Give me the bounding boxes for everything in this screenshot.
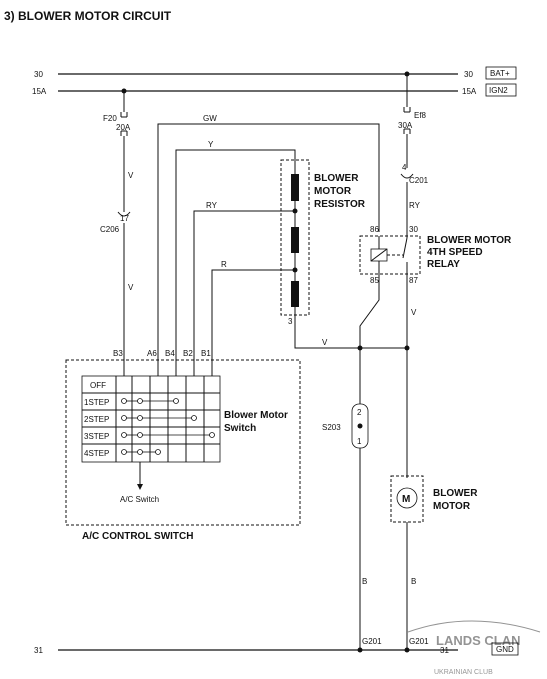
s203-name: S203 bbox=[322, 423, 341, 432]
watermark-brand: LANDS CLAN bbox=[436, 633, 521, 648]
c206-name: C206 bbox=[100, 225, 120, 234]
bat-rail-right-label: 30 bbox=[464, 70, 473, 79]
bat-plus-box: BAT+ bbox=[490, 69, 510, 78]
ground-rail: 31 31 GND bbox=[34, 642, 519, 656]
s203-pin-top: 2 bbox=[357, 408, 362, 417]
wire-color-gw: GW bbox=[203, 114, 217, 123]
ac-control-switch: A/C CONTROL SWITCH B3 A6 B4 B2 B1 OFF bbox=[65, 349, 301, 542]
wire-color-y: Y bbox=[208, 140, 214, 149]
resistor-label-3: RESISTOR bbox=[314, 199, 366, 210]
c201-pin: 4 bbox=[402, 163, 407, 172]
bat-rail-left-label: 30 bbox=[34, 70, 43, 79]
c206-pin: 17 bbox=[120, 214, 129, 223]
ac-switch-label: A/C Switch bbox=[120, 495, 159, 504]
motor-symbol: M bbox=[402, 494, 410, 505]
relay-pin-30: 30 bbox=[409, 225, 418, 234]
f20-fuse-symbol bbox=[120, 112, 128, 136]
ign2-box: IGN2 bbox=[489, 86, 508, 95]
wire-color-v1: V bbox=[128, 171, 134, 180]
relay-pin-86: 86 bbox=[370, 225, 379, 234]
s203-pin-bottom: 1 bbox=[357, 437, 362, 446]
wire-color-v-relay: V bbox=[411, 308, 417, 317]
resistor-pin: 3 bbox=[288, 317, 293, 326]
ef8-fuse-name: Ef8 bbox=[414, 111, 427, 120]
s203-splice: 2 1 S203 B G201 bbox=[322, 403, 382, 653]
switch-pin-b4: B4 bbox=[165, 349, 175, 358]
switch-pin-b2: B2 bbox=[183, 349, 193, 358]
ign-rail-left-label: 15A bbox=[32, 87, 47, 96]
ground-rail-left-label: 31 bbox=[34, 646, 43, 655]
motor-label-1: BLOWER bbox=[433, 488, 478, 499]
gnd-box: GND bbox=[496, 645, 514, 654]
resistor-label-1: BLOWER bbox=[314, 173, 359, 184]
f20-branch: F20 20A V 17 C206 V bbox=[100, 88, 134, 372]
motor-label-2: MOTOR bbox=[433, 501, 471, 512]
switch-feed-wires: GW Y RY R bbox=[157, 114, 380, 372]
wire-color-v2: V bbox=[128, 283, 134, 292]
c201-connector-symbol bbox=[400, 173, 414, 179]
relay-pin-87: 87 bbox=[409, 276, 418, 285]
wire-color-b-right: B bbox=[411, 577, 416, 586]
wire-color-r: R bbox=[221, 260, 227, 269]
blower-switch-label-1: Blower Motor bbox=[224, 410, 288, 421]
relay-label-2: 4TH SPEED bbox=[427, 247, 483, 258]
diagram-title: 3) BLOWER MOTOR CIRCUIT bbox=[4, 9, 172, 23]
switch-row-2step: 2STEP bbox=[84, 415, 109, 424]
watermark-sub: UKRAINIAN CLUB bbox=[434, 669, 493, 676]
g201-left-label: G201 bbox=[362, 637, 382, 646]
f20-fuse-name: F20 bbox=[103, 114, 117, 123]
ac-control-switch-label: A/C CONTROL SWITCH bbox=[82, 531, 193, 542]
blower-switch-label-2: Switch bbox=[224, 423, 256, 434]
ef8-fuse-rating: 30A bbox=[398, 121, 413, 130]
switch-row-3step: 3STEP bbox=[84, 432, 109, 441]
ign-rail: 15A 15A IGN2 bbox=[32, 83, 517, 97]
ign-rail-right-label: 15A bbox=[462, 87, 477, 96]
resistor-label-2: MOTOR bbox=[314, 186, 352, 197]
relay-pin-85: 85 bbox=[370, 276, 379, 285]
ground-rail-right-label: 31 bbox=[440, 646, 449, 655]
f20-fuse-rating: 20A bbox=[116, 123, 131, 132]
switch-row-1step: 1STEP bbox=[84, 398, 109, 407]
ef8-branch: Ef8 30A 4 C201 RY bbox=[398, 71, 429, 238]
ef8-fuse-symbol bbox=[403, 107, 411, 134]
blower-motor: M B G201 BLOWER MOTOR bbox=[390, 475, 478, 653]
relay-output-wires: V V bbox=[294, 274, 417, 478]
c201-name: C201 bbox=[409, 176, 429, 185]
lands-clan-watermark: LANDS CLAN UKRAINIAN CLUB bbox=[407, 620, 541, 676]
relay-label-1: BLOWER MOTOR bbox=[427, 235, 512, 246]
wire-color-ry: RY bbox=[206, 201, 218, 210]
switch-row-4step: 4STEP bbox=[84, 449, 109, 458]
wire-color-v-bottom: V bbox=[322, 338, 328, 347]
wire-color-b-left: B bbox=[362, 577, 367, 586]
switch-row-off: OFF bbox=[90, 381, 106, 390]
switch-pin-b1: B1 bbox=[201, 349, 211, 358]
blower-motor-resistor: 3 BLOWER MOTOR RESISTOR bbox=[280, 159, 366, 348]
switch-contacts bbox=[121, 398, 215, 455]
bat-rail: 30 30 BAT+ bbox=[34, 66, 517, 80]
switch-pin-b3: B3 bbox=[113, 349, 123, 358]
fourth-speed-relay: 86 30 85 87 BLOWER MOTOR 4TH SPEED RELAY bbox=[359, 225, 512, 285]
blower-switch-table: OFF 1STEP 2STEP 3STEP 4STEP bbox=[81, 372, 221, 463]
switch-pin-a6: A6 bbox=[147, 349, 157, 358]
c206-connector-symbol bbox=[117, 211, 131, 217]
g201-right-label: G201 bbox=[409, 637, 429, 646]
relay-label-3: RELAY bbox=[427, 259, 460, 270]
wire-color-ry-relay: RY bbox=[409, 201, 421, 210]
